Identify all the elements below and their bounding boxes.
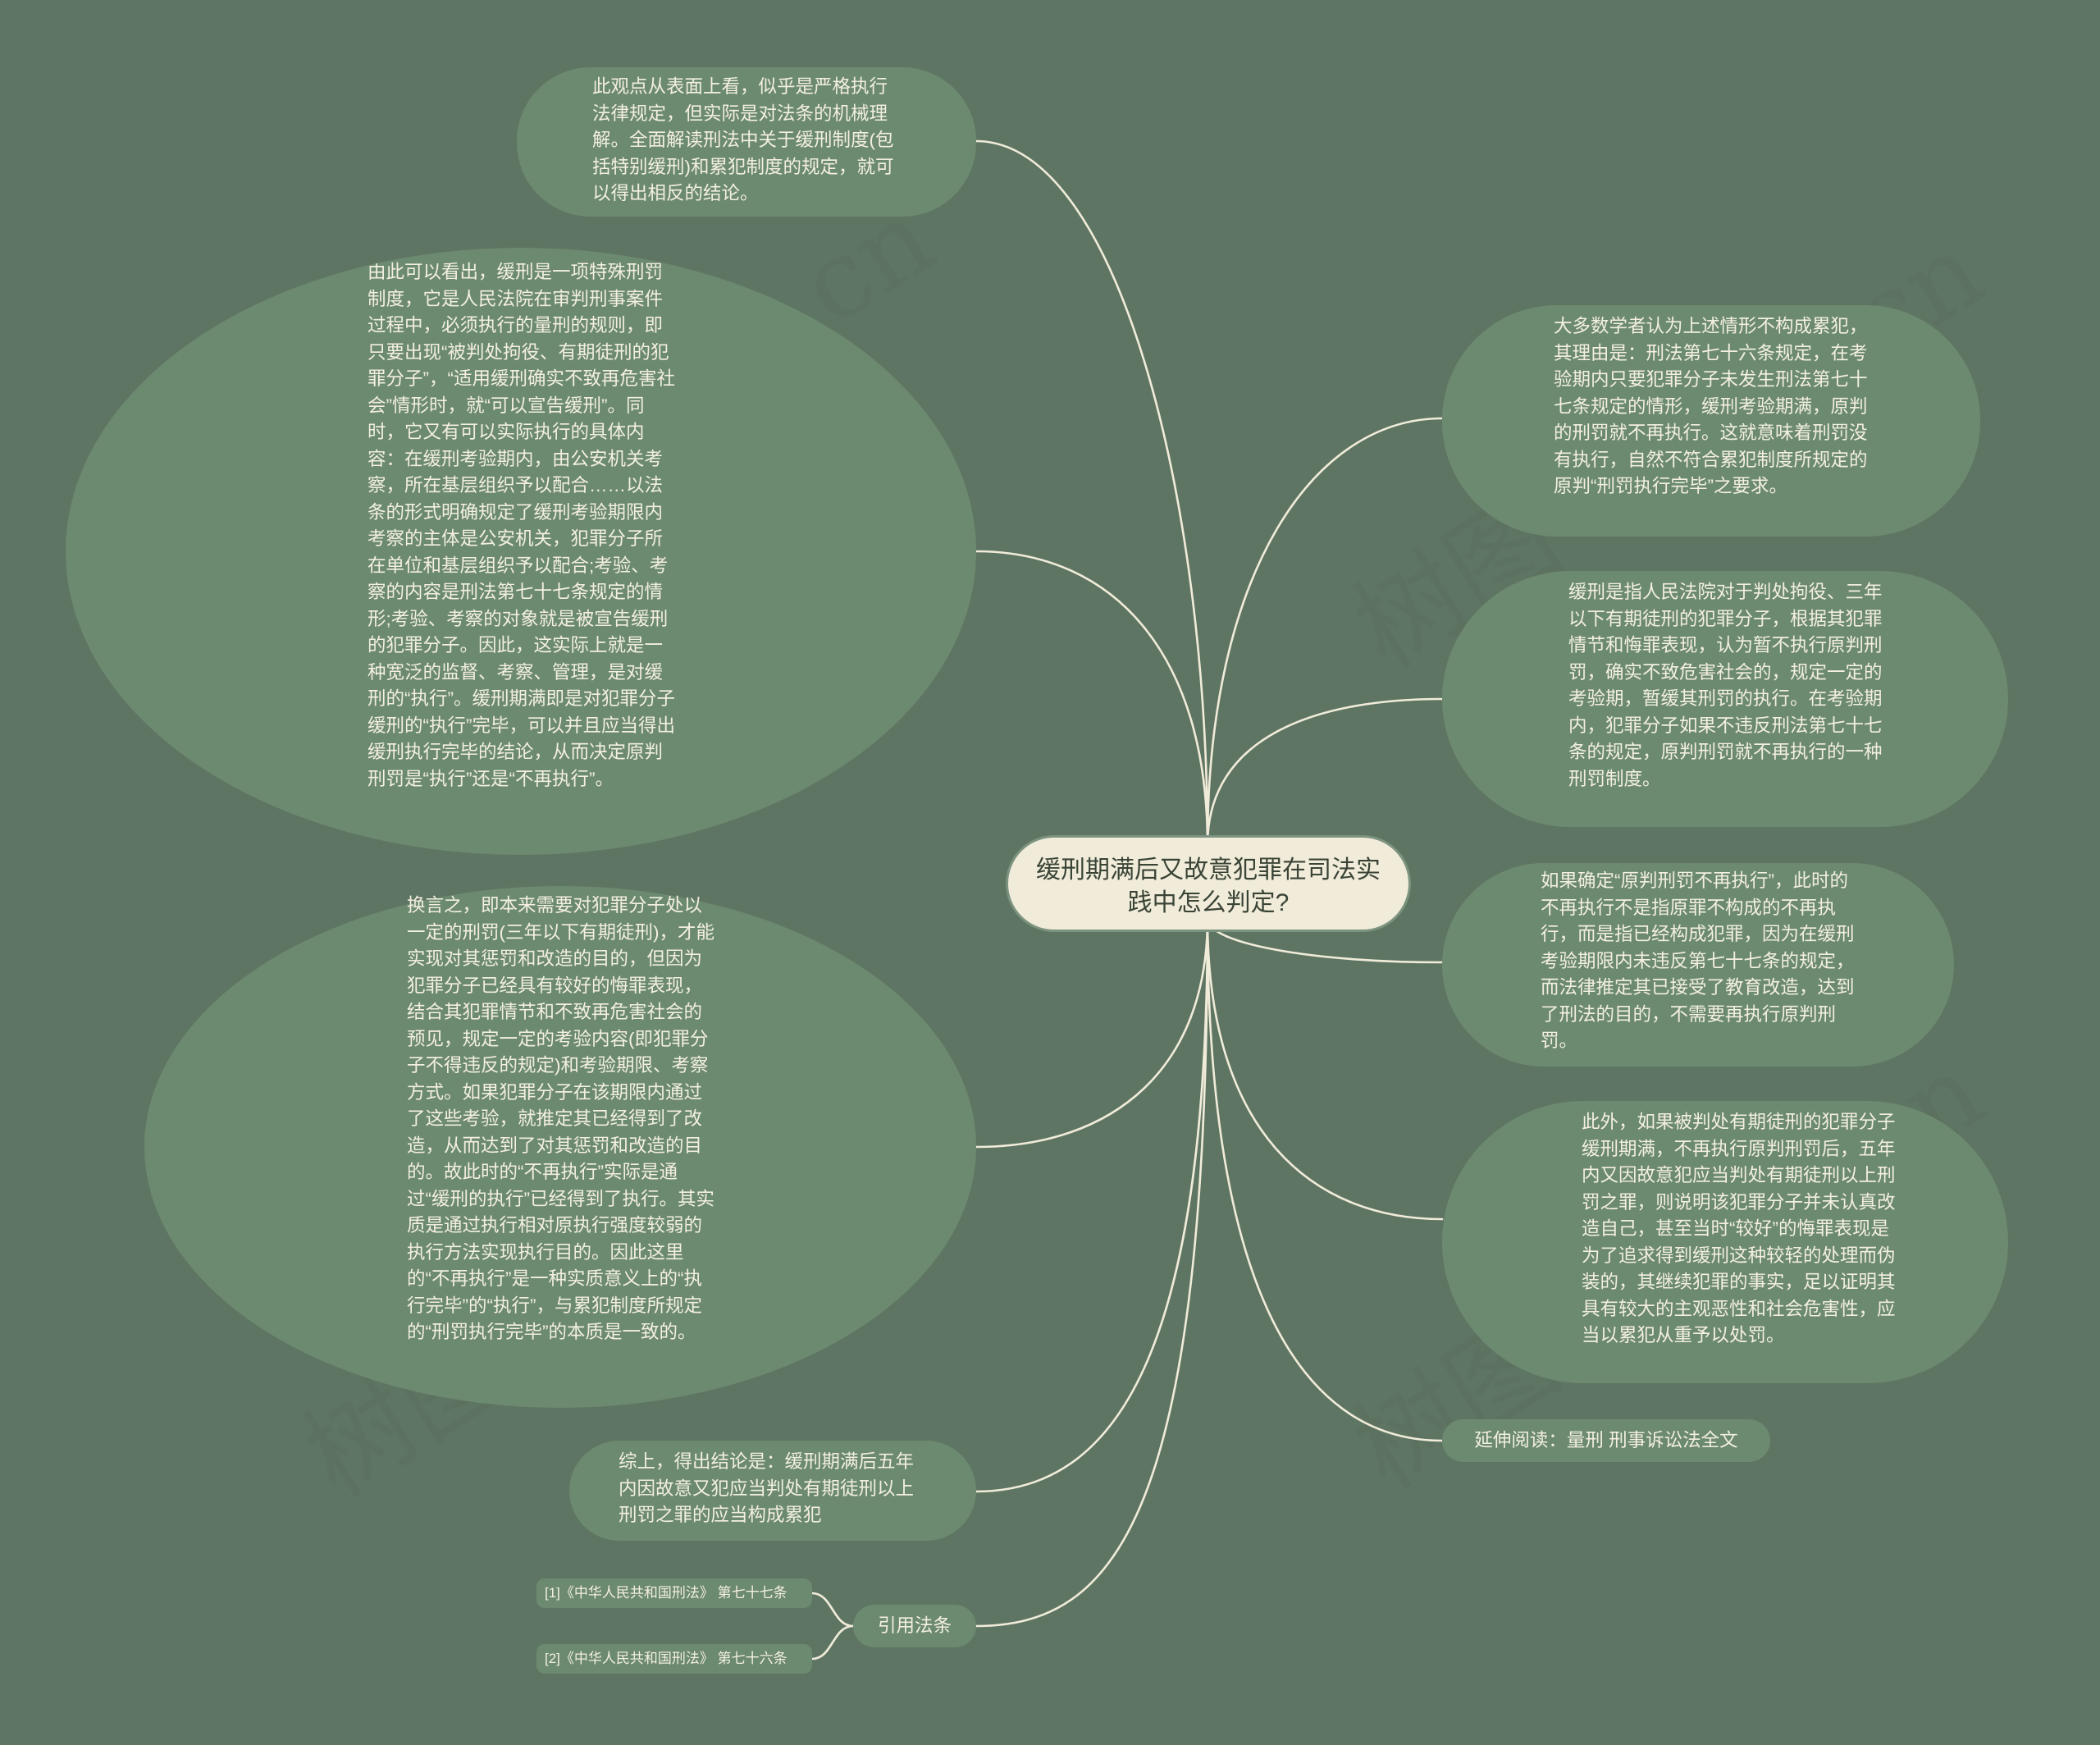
connector-right-4 [1206, 917, 1444, 1221]
connector-left-4 [975, 917, 1209, 1493]
connector-left-1 [975, 139, 1209, 847]
citation-label-node[interactable]: 引用法条 [853, 1605, 976, 1647]
connector-right-2 [1206, 697, 1444, 847]
connector-right-5 [1206, 917, 1444, 1442]
right-branch-node[interactable]: 如果确定“原判刑罚不再执行”，此时的不再执行不是指原罪不构成的不再执行，而是指已… [1442, 863, 1954, 1067]
connector-citation [975, 917, 1209, 1628]
right-branch-text: 大多数学者认为上述情形不构成累犯，其理由是：刑法第七十六条规定，在考验期内只要犯… [1554, 316, 1868, 496]
right-branch-text: 如果确定“原判刑罚不再执行”，此时的不再执行不是指原罪不构成的不再执行，而是指已… [1541, 870, 1855, 1051]
connector-citation-2 [810, 1624, 855, 1660]
right-branch-node[interactable]: 此外，如果被判处有期徒刑的犯罪分子缓刑期满，不再执行原判刑罚后，五年内又因故意犯… [1442, 1101, 2008, 1383]
connector-left-3 [975, 917, 1209, 1149]
extended-reading-link[interactable]: 延伸阅读：量刑 刑事诉讼法全文 [1474, 1430, 1738, 1450]
central-topic[interactable]: 缓刑期满后又故意犯罪在司法实践中怎么判定? [1006, 835, 1411, 932]
right-branch-text: 此外，如果被判处有期徒刑的犯罪分子缓刑期满，不再执行原判刑罚后，五年内又因故意犯… [1582, 1112, 1896, 1345]
connector-right-1 [1206, 417, 1444, 847]
right-branch-link-node[interactable]: 延伸阅读：量刑 刑事诉讼法全文 [1442, 1419, 1770, 1462]
central-topic-title: 缓刑期满后又故意犯罪在司法实践中怎么判定? [1036, 857, 1381, 916]
left-branch-text: 换言之，即本来需要对犯罪分子处以一定的刑罚(三年以下有期徒刑)，才能实现对其惩罚… [407, 895, 714, 1342]
connector-citation-1 [810, 1592, 855, 1628]
left-branch-text: 此观点从表面上看，似乎是严格执行法律规定，但实际是对法条的机械理解。全面解读刑法… [592, 76, 894, 203]
citation-item[interactable]: [2]《中华人民共和国刑法》 第七十六条 [536, 1644, 812, 1674]
left-branch-node[interactable]: 由此可以看出，缓刑是一项特殊刑罚制度，它是人民法院在审判刑事案件过程中，必须执行… [66, 248, 976, 855]
connector-left-2 [975, 550, 1209, 847]
right-branch-node[interactable]: 大多数学者认为上述情形不构成累犯，其理由是：刑法第七十六条规定，在考验期内只要犯… [1442, 305, 1980, 537]
right-branch-text: 缓刑是指人民法院对于判处拘役、三年以下有期徒刑的犯罪分子，根据其犯罪情节和悔罪表… [1568, 582, 1883, 789]
left-branch-text-box: 换言之，即本来需要对犯罪分子处以一定的刑罚(三年以下有期徒刑)，才能实现对其惩罚… [404, 893, 715, 1405]
left-branch-text: 综上，得出结论是：缓刑期满后五年内因故意又犯应当判处有期徒刑以上刑罚之罪的应当构… [619, 1451, 915, 1525]
citation-item[interactable]: [1]《中华人民共和国刑法》 第七十七条 [536, 1578, 812, 1608]
right-branch-node[interactable]: 缓刑是指人民法院对于判处拘役、三年以下有期徒刑的犯罪分子，根据其犯罪情节和悔罪表… [1442, 571, 2008, 827]
left-branch-text: 由此可以看出，缓刑是一项特殊刑罚制度，它是人民法院在审判刑事案件过程中，必须执行… [368, 262, 675, 789]
citation-item-text: [2]《中华人民共和国刑法》 第七十六条 [545, 1651, 788, 1666]
left-branch-node[interactable] [144, 886, 976, 1408]
citation-label: 引用法条 [877, 1615, 952, 1636]
left-branch-node[interactable]: 综上，得出结论是：缓刑期满后五年内因故意又犯应当判处有期徒刑以上刑罚之罪的应当构… [569, 1441, 976, 1541]
left-branch-node[interactable]: 此观点从表面上看，似乎是严格执行法律规定，但实际是对法条的机械理解。全面解读刑法… [517, 67, 976, 217]
citation-item-text: [1]《中华人民共和国刑法》 第七十七条 [545, 1585, 788, 1601]
